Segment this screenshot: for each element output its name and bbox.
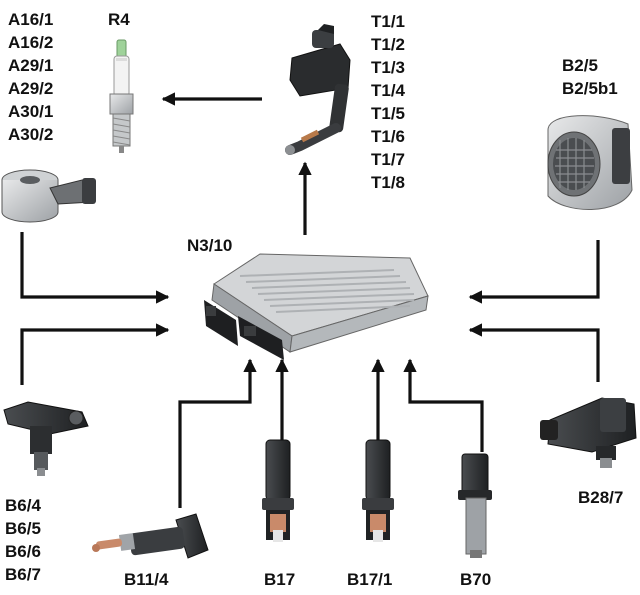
- label-ignition-item-0: A16/1: [8, 10, 54, 29]
- label-camshaft-item-0: B6/4: [5, 496, 41, 515]
- label-crankshaft-sensor: B70: [460, 570, 492, 589]
- label-spark-plug: R4: [108, 10, 130, 29]
- label-coil-item-7: T1/8: [371, 173, 406, 192]
- label-coil-item-0: T1/1: [371, 12, 406, 31]
- label-maf-item-1: B2/5b1: [562, 79, 618, 98]
- maf-sensor-icon: [547, 115, 633, 211]
- label-ignition-item-3: A29/2: [8, 79, 54, 98]
- knock-sensor-icon: [1, 169, 96, 223]
- ignition-coil-icon: [285, 24, 351, 155]
- label-ignition-item-5: A30/2: [8, 125, 54, 144]
- label-intake-air-sensor: B17: [264, 570, 296, 589]
- arrow-knock-to-ecu: [20, 232, 170, 304]
- arrow-maf-to-ecu: [468, 240, 600, 304]
- label-ecu: N3/10: [187, 236, 233, 255]
- arrow-camshaft-to-ecu: [20, 323, 170, 385]
- spark-plug-icon: [109, 39, 134, 153]
- intake-air-temp-sensor-icon: [262, 439, 294, 542]
- label-coil-item-5: T1/6: [371, 127, 406, 146]
- label-coolant-sensor: B11/4: [124, 570, 169, 589]
- label-maf-item-0: B2/5: [562, 56, 598, 75]
- label-coil-item-3: T1/4: [371, 81, 406, 100]
- camshaft-sensor-icon: [3, 401, 89, 476]
- label-coil-item-4: T1/5: [371, 104, 406, 123]
- arrow-b70-to-ecu: [403, 358, 484, 452]
- label-coil-item-2: T1/3: [371, 58, 406, 77]
- label-camshaft-item-1: B6/5: [5, 519, 41, 538]
- signal-arrows: [20, 92, 600, 508]
- label-coil-item-6: T1/7: [371, 150, 406, 169]
- label-pressure-sensor: B28/7: [578, 488, 624, 507]
- label-coil-item-1: T1/2: [371, 35, 406, 54]
- label-ignition-item-4: A30/1: [8, 102, 54, 121]
- label-ignition-item-1: A16/2: [8, 33, 54, 52]
- crankshaft-sensor-icon: [458, 453, 492, 558]
- pressure-sensor-icon: [540, 397, 637, 468]
- arrow-pressure-to-ecu: [468, 323, 600, 382]
- coolant-temp-sensor-icon: [92, 513, 209, 559]
- charge-air-temp-sensor-icon: [362, 439, 394, 542]
- label-camshaft-item-2: B6/6: [5, 542, 41, 561]
- label-camshaft-item-3: B6/7: [5, 565, 41, 584]
- arrow-coolant-to-ecu: [178, 358, 257, 508]
- label-charge-air-sensor: B17/1: [347, 570, 393, 589]
- label-ignition-item-2: A29/1: [8, 56, 54, 75]
- ecu-module-icon: [204, 253, 429, 360]
